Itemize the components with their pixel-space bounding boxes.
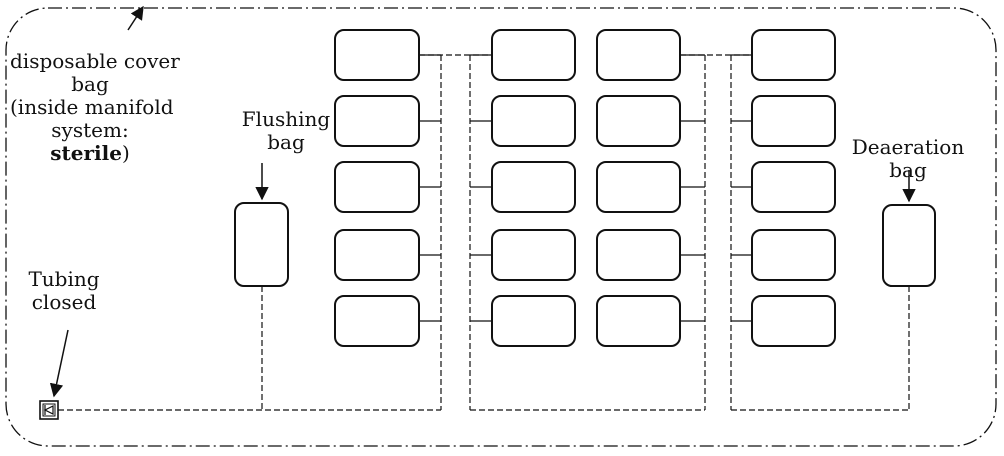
manifold-bag bbox=[596, 295, 681, 347]
flushing-bag-label: Flushing bag bbox=[226, 108, 346, 154]
bag-grid bbox=[334, 29, 836, 347]
manifold-bag bbox=[596, 29, 681, 81]
tubing-network bbox=[58, 54, 910, 411]
sterile-label: sterile bbox=[50, 141, 122, 165]
manifold-bag bbox=[491, 229, 576, 281]
bag-connectors bbox=[419, 54, 752, 322]
flushing-bag bbox=[234, 202, 289, 287]
manifold-bag bbox=[491, 295, 576, 347]
tubing-closed-arrow-icon bbox=[49, 329, 69, 398]
tubing-closed-label-line1: Tubing bbox=[28, 267, 100, 291]
deaeration-bag bbox=[882, 204, 936, 287]
manifold-bag bbox=[334, 95, 420, 147]
cover-bag-arrow-icon bbox=[127, 5, 144, 31]
cover-bag-label-line2: bag bbox=[71, 72, 109, 96]
deaeration-bag-label-line2: bag bbox=[889, 158, 927, 182]
tubing-closed-label: Tubing closed bbox=[14, 268, 114, 314]
manifold-bag bbox=[491, 161, 576, 213]
manifold-bag bbox=[751, 161, 836, 213]
flushing-bag-label-line2: bag bbox=[267, 130, 305, 154]
cover-bag-label: disposable cover bag (inside manifold sy… bbox=[10, 49, 180, 165]
cover-bag-label-close-paren: ) bbox=[121, 141, 130, 165]
manifold-bag bbox=[751, 29, 836, 81]
manifold-bag bbox=[491, 95, 576, 147]
manifold-bag bbox=[596, 229, 681, 281]
cover-bag-label-line3: (inside manifold bbox=[10, 95, 174, 119]
valve-icon bbox=[39, 400, 59, 420]
deaeration-bag-label-line1: Deaeration bbox=[851, 135, 965, 159]
cover-bag-label-line1: disposable cover bbox=[10, 49, 180, 73]
tubing-closed-label-line2: closed bbox=[31, 290, 97, 314]
manifold-bag bbox=[751, 95, 836, 147]
manifold-bag bbox=[491, 29, 576, 81]
manifold-bag bbox=[596, 161, 681, 213]
manifold-bag bbox=[334, 295, 420, 347]
flushing-bag-label-line1: Flushing bbox=[241, 107, 331, 131]
manifold-bag bbox=[334, 229, 420, 281]
manifold-bag bbox=[751, 229, 836, 281]
manifold-bag bbox=[334, 29, 420, 81]
manifold-bag bbox=[596, 95, 681, 147]
manifold-bag bbox=[334, 161, 420, 213]
manifold-bag bbox=[751, 295, 836, 347]
cover-bag-label-line4: system: bbox=[51, 118, 129, 142]
deaeration-bag-label: Deaeration bag bbox=[840, 136, 976, 182]
cover-bag-label-line5: sterile) bbox=[10, 142, 170, 165]
